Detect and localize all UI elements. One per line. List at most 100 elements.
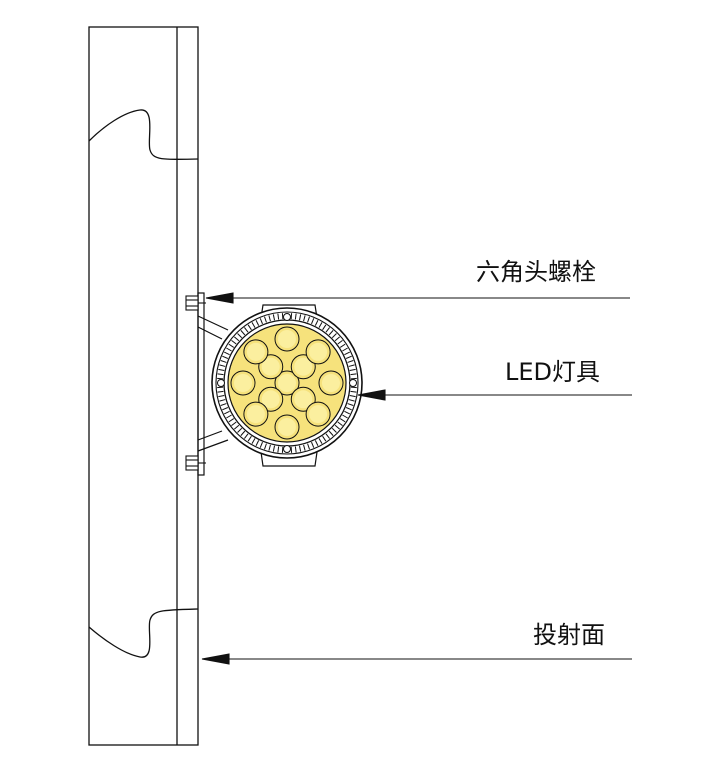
heat-sink-fin — [347, 403, 354, 406]
fixture-screws — [217, 313, 357, 453]
heat-sink-fin — [344, 410, 351, 415]
projection-surface-label: 投射面 — [533, 621, 605, 649]
wall — [88, 26, 199, 746]
heat-sink-fin — [339, 343, 346, 348]
heat-sink-fin — [328, 430, 334, 436]
fixture-screw — [283, 445, 291, 453]
heat-sink-fin — [243, 327, 249, 333]
heat-sink-fin — [255, 440, 260, 447]
heat-sink-fin — [272, 314, 276, 321]
heat-sink-fin — [348, 399, 355, 402]
bracket-lower-arm — [197, 430, 229, 452]
heat-sink-fin — [264, 443, 267, 450]
heat-sink-fin — [277, 446, 280, 453]
heat-sink-fin — [223, 351, 230, 356]
heat-sink-fin — [220, 403, 227, 406]
hex-bolt-upper — [185, 295, 206, 311]
led-lens-highlight — [246, 405, 265, 424]
heat-sink-fin — [325, 433, 331, 439]
heat-sink-fin — [222, 355, 229, 359]
heat-sink-fin — [237, 427, 243, 433]
heat-sink-fin — [303, 315, 306, 322]
heat-sink-fin — [237, 333, 243, 339]
heat-sink-fin — [255, 319, 260, 326]
heat-sink-fin — [294, 446, 297, 453]
heat-sink-fin — [311, 318, 315, 325]
heat-sink-fin — [243, 433, 249, 439]
heat-sink-fin — [334, 336, 340, 342]
heat-sink-fin — [234, 424, 240, 430]
led-lens-highlight — [278, 418, 296, 436]
heat-sink-fin — [218, 368, 225, 372]
heat-sink-fin — [307, 316, 310, 323]
heat-sink-fin — [342, 414, 348, 419]
heat-sink-fin — [339, 418, 346, 423]
heat-sink-fin — [217, 373, 224, 376]
mounting-bracket — [197, 292, 229, 476]
leader-lines — [201, 292, 632, 665]
heat-sink-fin — [344, 351, 351, 356]
led-lens-highlight — [278, 330, 296, 348]
heat-sink-fin — [331, 333, 337, 339]
led-leader-arrow — [357, 389, 386, 401]
heat-sink-fin — [307, 443, 310, 450]
led-lens-highlight — [294, 357, 313, 376]
heat-sink-fin — [337, 421, 343, 427]
heat-sink-fin — [277, 313, 280, 320]
heat-sink-fin — [314, 319, 319, 326]
led-lenses — [230, 326, 344, 440]
heat-sink-fin — [268, 444, 271, 451]
heat-sink-fin — [251, 438, 256, 444]
heat-sink-fin — [298, 445, 302, 452]
bolt-leader-arrow — [205, 292, 234, 304]
heat-sink-fin — [294, 313, 297, 320]
heat-sink-fin — [349, 394, 356, 398]
heat-sink-fin — [347, 360, 354, 363]
heat-sink-fin — [219, 364, 226, 367]
heat-sink-fin — [231, 339, 237, 345]
heat-sink-fin — [318, 322, 323, 328]
heat-sink-fin — [268, 315, 271, 322]
hex-bolt-lower — [185, 455, 206, 471]
heat-sink-fin — [311, 441, 315, 448]
heat-sink-fin — [217, 390, 224, 393]
heat-sink-fin — [247, 324, 252, 331]
fixture-screw — [349, 379, 357, 387]
heat-sink-fin — [226, 414, 232, 419]
heat-sink-fin — [314, 440, 319, 447]
bracket-upper-arm — [197, 315, 229, 340]
heat-sink-fin — [264, 316, 267, 323]
led-lens-highlight — [278, 374, 296, 392]
led-lens-highlight — [322, 374, 340, 392]
heat-sink-fin — [234, 336, 240, 342]
heat-sink-fin — [328, 330, 334, 336]
heat-sink-fin — [240, 330, 246, 336]
heat-sink-fin — [345, 407, 352, 411]
led-lens-highlight — [261, 357, 280, 376]
housing-inner-ring — [215, 311, 359, 455]
heat-sink-fin — [228, 418, 235, 423]
led-lens-highlight — [234, 374, 252, 392]
wall-break-top — [88, 109, 199, 161]
heat-sink-fin — [337, 339, 343, 345]
heat-sink-fin — [298, 314, 302, 321]
heat-sink-fin — [223, 410, 230, 415]
led-lens-highlight — [309, 405, 328, 424]
heat-sink-fin — [322, 324, 327, 331]
heat-sink-fin — [259, 318, 263, 325]
heat-sink-fin — [345, 355, 352, 359]
hex-bolt-label: 六角头螺栓 — [476, 258, 596, 286]
heat-sink-fin — [218, 394, 225, 398]
heat-sink-fin — [240, 430, 246, 436]
heat-sink-fin — [303, 444, 306, 451]
heat-sink-fin — [334, 424, 340, 430]
led-lens-highlight — [246, 342, 265, 361]
heat-sink-fin — [259, 441, 263, 448]
heat-sink-fin — [331, 427, 337, 433]
led-fixture-label: LED灯具 — [505, 358, 601, 386]
heat-sink-fin — [322, 435, 327, 442]
heat-sink-fin — [342, 347, 348, 352]
surface-leader-arrow — [201, 653, 230, 665]
heat-sink-fin — [220, 360, 227, 363]
